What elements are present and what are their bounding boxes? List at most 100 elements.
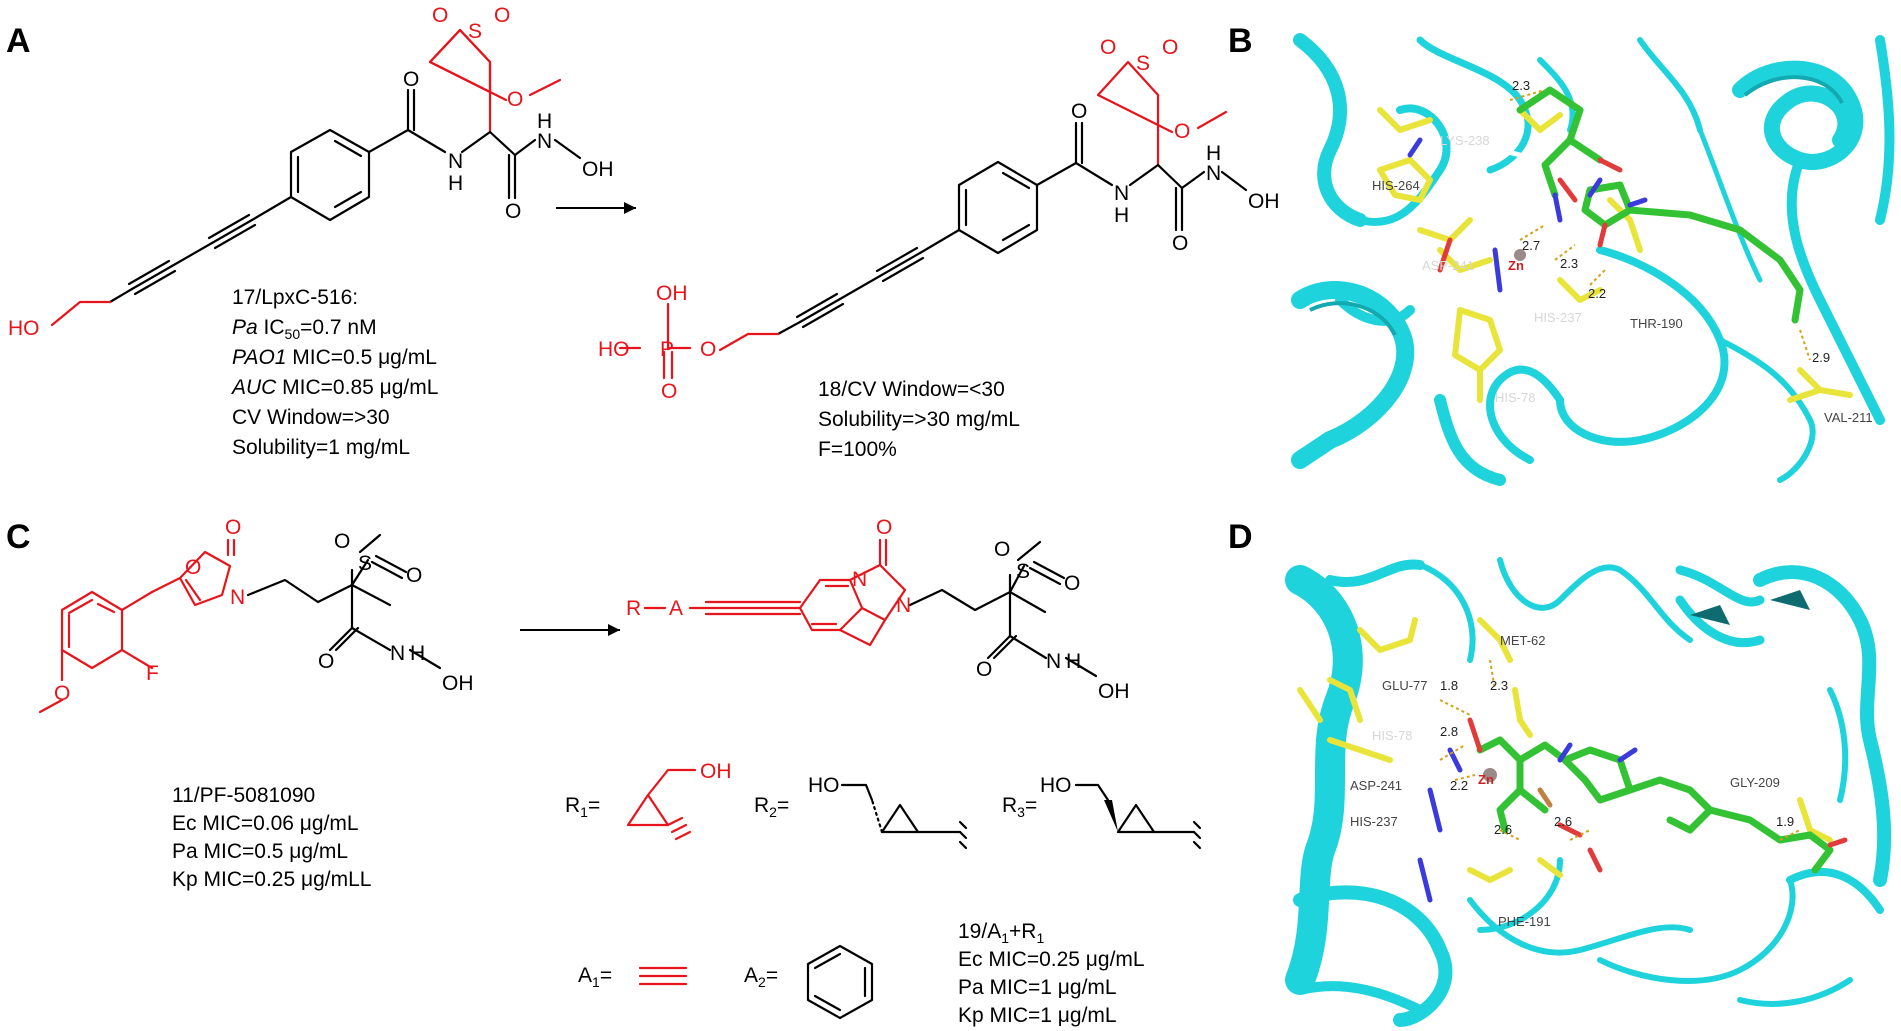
panel-c-letter: C [6,518,31,556]
atom-h: H [1206,142,1221,165]
atom-s: S [358,552,372,575]
residue-label: THR-190 [1630,316,1683,331]
atom-o: O [661,380,677,403]
atom-oh: OH [442,672,474,695]
atom-ho: HO [598,338,630,361]
atom-n: N [448,150,463,173]
distance-label: 2.3 [1490,678,1508,693]
distance-label: 2.6 [1494,822,1512,837]
atom-o: O [432,4,448,27]
info-line: Kp MIC=0.25 μg/mLL [172,868,371,891]
atom-n: N [1114,182,1129,205]
residue-label: HIS-264 [1372,178,1420,193]
panel-b: B [1228,22,1896,486]
protein-render-b [1291,22,1896,486]
atom-o: O [318,650,334,673]
info-line: CV Window=>30 [232,406,390,429]
residue-label: ASP-241 [1422,258,1474,273]
info-line: Pa IC50=0.7 nM [232,316,377,342]
compound-11-info: 11/PF-5081090 Ec MIC=0.06 μg/mL Pa MIC=0… [172,784,371,891]
zinc-label: Zn [1478,772,1494,787]
residue-label: HIS-237 [1534,310,1582,325]
atom-o: O [505,200,521,223]
info-line: 11/PF-5081090 [172,784,315,807]
substituent-r3: R3= HO [1002,774,1202,850]
residue-label: GLU-77 [1382,678,1428,693]
atom-oh: OH [656,282,688,305]
atom-r: R [626,597,641,620]
distance-label: 2.3 [1560,256,1578,271]
residue-label: HIS-78 [1495,390,1535,405]
atom-a: A [669,597,683,620]
distance-label: 1.9 [1776,814,1794,829]
info-line: PAO1 MIC=0.5 μg/mL [232,346,437,369]
residue-label: HIS-78 [1372,728,1412,743]
compound-17-structure [50,28,582,327]
residue-label: VAL-211 [1824,410,1873,425]
compound-11-structure [38,533,442,714]
atom-s: S [468,20,482,43]
atom-o: O [494,4,510,27]
info-line: 18/CV Window=<30 [818,378,1005,401]
atom-o: O [1100,36,1116,59]
residue-label: ASP-241 [1350,778,1402,793]
atom-o: O [1071,100,1087,123]
atom-o: O [507,88,523,111]
substituent-label: R1= [565,794,600,820]
substituent-r1: R1= OH [565,760,732,841]
compound-18-structure [618,60,1248,380]
residue-label: GLY-209 [1730,775,1780,790]
panel-d-letter: D [1228,518,1253,556]
info-line: 17/LpxC-516: [232,286,358,309]
compound-18-info: 18/CV Window=<30 Solubility=>30 mg/mL F=… [818,378,1020,461]
atom-n: N [537,130,552,153]
atom-s: S [1016,560,1030,583]
info-line: Solubility=>30 mg/mL [818,408,1020,431]
atom-n: N [1046,650,1061,673]
info-line: 19/A1+R1 [958,920,1044,946]
residue-label: MET-62 [1500,633,1546,648]
panel-b-letter: B [1228,22,1253,60]
distance-label: 2.2 [1588,286,1606,301]
residue-label: PHE-191 [1498,914,1551,929]
atom-n: N [230,586,245,609]
info-line: Ec MIC=0.06 μg/mL [172,812,359,835]
atom-s: S [1136,52,1150,75]
info-line: AUC MIC=0.85 μg/mL [230,376,438,399]
atom-o: O [994,538,1010,561]
atom-oh: OH [1248,190,1280,213]
substituent-label: R3= [1002,794,1037,820]
compound-19-info: 19/A1+R1 Ec MIC=0.25 μg/mL Pa MIC=1 μg/m… [958,920,1145,1027]
atom-ho: HO [808,774,840,797]
protein-render-d [1285,555,1896,1027]
atom-h: H [537,110,552,133]
atom-h: H [1066,650,1081,673]
atom-f: F [146,662,159,685]
compound-19-structure [643,538,1098,678]
zinc-label: Zn [1508,258,1524,273]
substituent-r2: R2= HO [754,774,968,850]
atom-n: N [852,568,867,591]
info-line: Pa MIC=0.5 μg/mL [172,840,348,863]
atom-o: O [1162,36,1178,59]
info-line: Ec MIC=0.25 μg/mL [958,948,1145,971]
atom-h: H [1114,204,1129,227]
atom-oh: OH [700,760,732,783]
atom-o: O [406,564,422,587]
info-line: Pa MIC=1 μg/mL [958,976,1117,999]
atom-o: O [976,658,992,681]
atom-oh: OH [1098,680,1130,703]
residue-label: LYS-238 [1440,133,1490,148]
atom-o: O [54,682,70,705]
panel-a-letter: A [6,22,31,60]
reaction-arrow [556,202,636,214]
substituent-label: R2= [754,794,789,820]
atom-o: O [876,516,892,539]
distance-label: 2.9 [1812,350,1830,365]
compound-17-info: 17/LpxC-516: Pa IC50=0.7 nM PAO1 MIC=0.5… [230,286,438,459]
panel-c: C O O N S [6,516,1202,1027]
distance-label: 2.2 [1450,778,1468,793]
atom-h: H [410,642,425,665]
atom-n: N [896,594,911,617]
